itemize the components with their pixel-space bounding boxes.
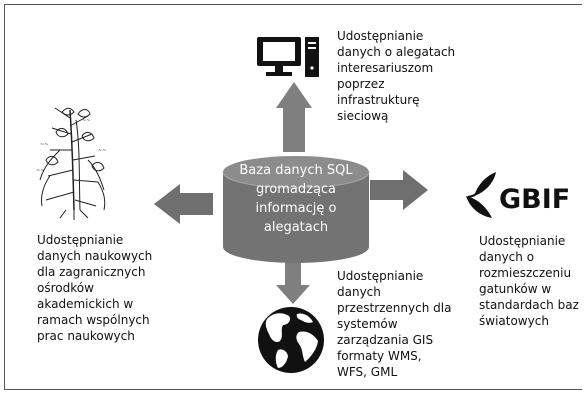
text-line: zarządzania GIS <box>337 333 434 347</box>
gbif-leaf-icon <box>474 172 496 196</box>
arrow-left <box>154 184 213 224</box>
text-line: dla zagranicznych <box>37 265 146 279</box>
svg-text:~~: ~~ <box>36 168 44 174</box>
svg-text:~~: ~~ <box>98 148 106 154</box>
text-line: Udostępnianie <box>337 269 424 283</box>
svg-text:~~: ~~ <box>40 142 48 148</box>
text-line: przestrzennych dla <box>337 301 452 315</box>
text-line: interesariuszom <box>337 61 434 75</box>
gis-sharing-text: Udostępnianie danych przestrzennych dla … <box>337 268 487 380</box>
gbif-logo: GBIF <box>466 172 570 218</box>
text-line: prac naukowych <box>37 329 135 343</box>
scientific-sharing-text: Udostępnianie danych naukowych dla zagra… <box>37 232 197 344</box>
text-line: Udostępnianie <box>37 233 124 247</box>
database-label-line-2: gromadząca <box>256 182 336 197</box>
text-line: systemów <box>337 317 398 331</box>
text-line: gatunków w <box>479 282 552 296</box>
text-line: rozmieszczeniu <box>479 266 572 280</box>
database-label-line-4: alegatach <box>264 220 328 235</box>
herbarium-plant-icon: ~~ ~~ ~~ ~~ <box>36 107 106 220</box>
text-line: danych naukowych <box>37 249 153 263</box>
text-line: sieciową <box>337 109 389 123</box>
text-line: poprzez <box>337 77 385 91</box>
gbif-leaf-icon-2 <box>466 196 492 218</box>
diagram-frame <box>4 4 582 390</box>
text-line: Udostępnianie <box>479 234 566 248</box>
text-line: standardach baz <box>479 298 579 312</box>
gbif-sharing-text: Udostępnianie danych o rozmieszczeniu ga… <box>479 233 587 329</box>
text-line: WFS, GML <box>337 365 398 379</box>
database-label-line-1: Baza danych SQL <box>239 163 353 178</box>
computer-icon <box>257 37 319 77</box>
globe-icon <box>258 307 324 373</box>
gbif-logo-text: GBIF <box>499 184 570 215</box>
text-line: ramach wspólnych <box>37 313 150 327</box>
text-line: danych o <box>479 250 535 264</box>
text-line: ośrodków <box>37 281 94 295</box>
text-line: formaty WMS, <box>337 349 422 363</box>
svg-text:~~: ~~ <box>82 118 90 124</box>
database-cylinder: Baza danych SQL gromadząca informację o … <box>222 156 370 263</box>
database-label-line-3: informację o <box>256 201 337 216</box>
network-sharing-text: Udostępnianie danych o alegatach interes… <box>337 28 487 124</box>
text-line: akademickich w <box>37 297 134 311</box>
text-line: danych <box>337 285 381 299</box>
arrow-up <box>276 82 312 152</box>
text-line: Udostępnianie <box>337 29 424 43</box>
arrow-down <box>276 255 310 304</box>
text-line: danych o alegatach <box>337 45 456 59</box>
text-line: infrastrukturę <box>337 93 420 107</box>
arrow-right <box>370 170 428 210</box>
text-line: światowych <box>479 314 549 328</box>
